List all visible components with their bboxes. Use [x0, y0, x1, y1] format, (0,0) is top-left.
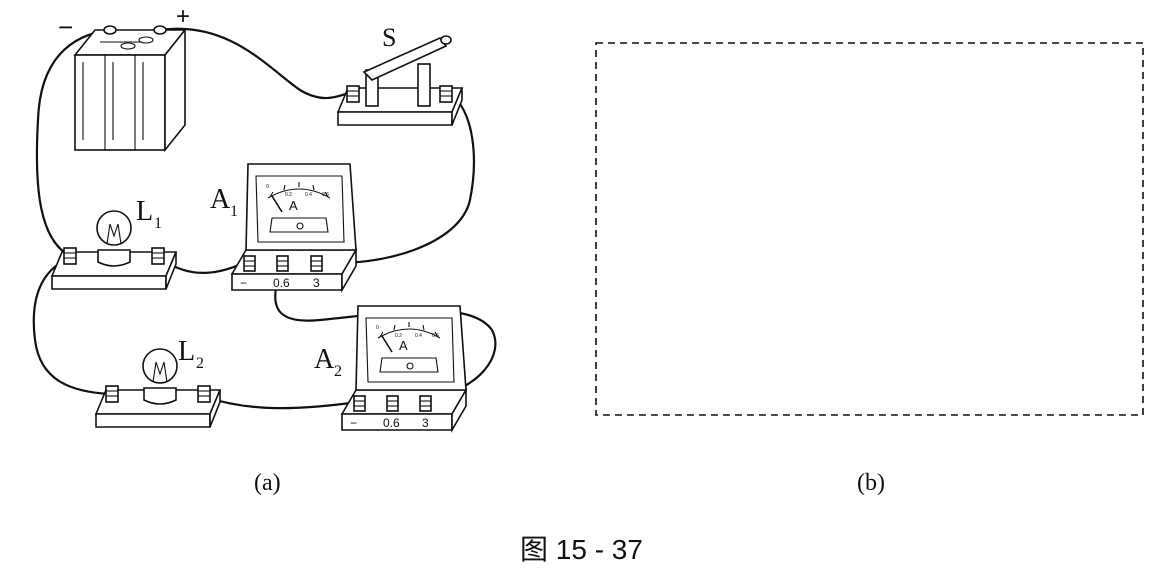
switch-label: S	[382, 23, 396, 52]
ammeter2-scale-0: 0	[376, 325, 379, 331]
panel-b-caption: (b)	[857, 470, 885, 496]
wire-lamp1-to-lamp2	[32, 256, 112, 396]
ammeter1-scale-06: 0.6	[322, 192, 329, 198]
ammeter1-terminal-3-label: 3	[313, 276, 320, 290]
ammeter1-label: A	[210, 184, 231, 215]
switch: S	[336, 23, 464, 126]
lamp2-label-subscript: 2	[196, 355, 204, 372]
lamp1-terminal-right	[151, 247, 165, 265]
ammeter2-label-subscript: 2	[334, 363, 342, 380]
ammeter2-terminal-06-label: 0.6	[383, 416, 400, 430]
lamp2-label: L	[178, 336, 195, 367]
figure-caption: 图 15 - 37	[520, 534, 643, 565]
ammeter-a1: 0 0.2 0.4 0.6 A − 0.6 3 A 1	[210, 163, 358, 293]
lamp1-label: L	[136, 196, 153, 227]
ammeter1-scale-02: 0.2	[285, 192, 292, 198]
wire-battery-neg-to-lamp1	[35, 28, 112, 258]
ammeter2-terminal-3-label: 3	[422, 416, 429, 430]
switch-terminal-left	[346, 85, 360, 103]
ammeter1-dial-unit: A	[289, 198, 298, 213]
ammeter2-scale-06: 0.6	[432, 333, 439, 339]
battery-minus-label: −	[58, 12, 73, 42]
ammeter1-scale-0: 0	[266, 184, 269, 190]
ammeter2-scale-04: 0.4	[415, 333, 422, 339]
ammeter2-label: A	[314, 344, 335, 375]
battery: − +	[58, 3, 190, 153]
ammeter1-terminal-06-label: 0.6	[273, 276, 290, 290]
ammeter1-terminal-minus-label: −	[240, 276, 247, 290]
lamp1-label-subscript: 1	[154, 215, 162, 232]
panel-a-caption: (a)	[254, 470, 281, 496]
ammeter1-label-subscript: 1	[230, 203, 238, 220]
circuit-diagram-drawing-area	[595, 42, 1144, 416]
switch-terminal-right	[439, 85, 453, 103]
ammeter1-terminal-3	[310, 255, 323, 272]
lamp-l1: L 1	[50, 196, 178, 290]
ammeter1-terminal-minus	[243, 255, 256, 272]
ammeter2-terminal-06	[386, 395, 399, 412]
battery-plus-label: +	[176, 3, 190, 30]
lamp2-terminal-left	[105, 385, 119, 403]
ammeter2-terminal-minus	[353, 395, 366, 412]
wire-lamp2-to-ammeter2	[204, 395, 360, 410]
lamp2-terminal-right	[197, 385, 211, 403]
ammeter2-terminal-minus-label: −	[350, 416, 357, 430]
lamp-l2: L 2	[94, 336, 222, 428]
ammeter-a2: 0 0.2 0.4 0.6 A − 0.6 3 A 2	[314, 305, 468, 433]
ammeter1-terminal-06	[276, 255, 289, 272]
wire-battery-pos-to-switch	[158, 27, 354, 100]
ammeter1-scale-04: 0.4	[305, 192, 312, 198]
ammeter2-dial-unit: A	[399, 338, 408, 353]
wire-switch-to-ammeter1	[316, 90, 475, 264]
ammeter2-scale-02: 0.2	[395, 333, 402, 339]
ammeter2-terminal-3	[419, 395, 432, 412]
lamp1-terminal-left	[63, 247, 77, 265]
